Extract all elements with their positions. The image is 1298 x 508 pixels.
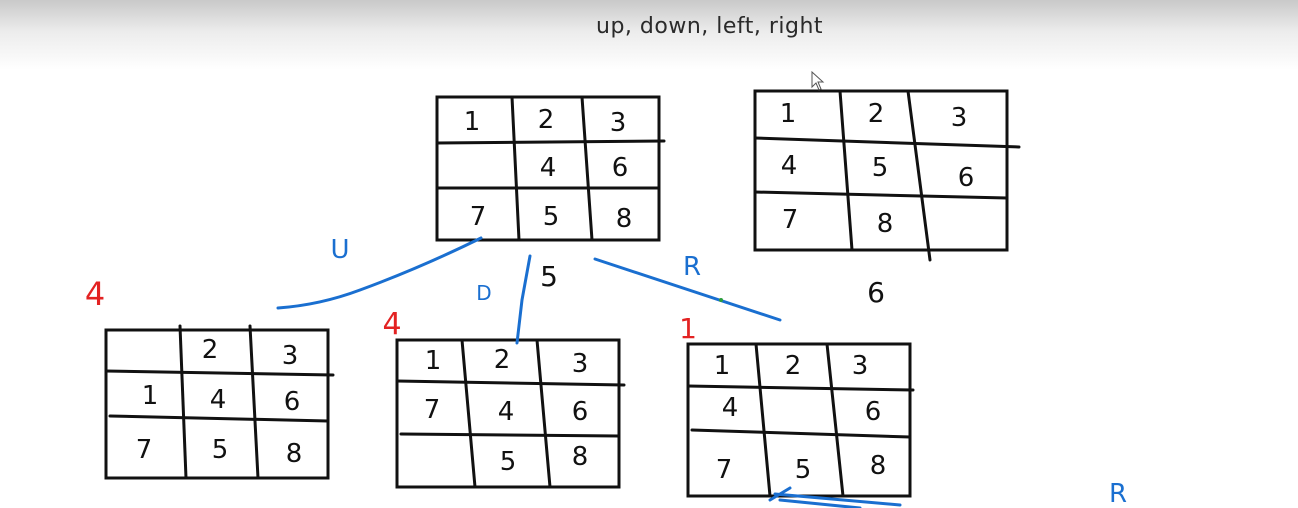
cell: 6 [284, 387, 301, 417]
cell: 6 [612, 153, 629, 183]
label-move-up: U [330, 235, 349, 265]
label-move-down: D [476, 281, 491, 305]
label-bottom-right: R [1109, 479, 1127, 508]
cell: 2 [494, 345, 511, 375]
cell: 7 [716, 455, 733, 485]
cell: 3 [282, 341, 299, 371]
cell: 4 [722, 393, 739, 423]
edge-bottom [768, 486, 902, 508]
cell: 2 [868, 99, 885, 129]
edge-right [593, 257, 782, 322]
cell: 7 [424, 395, 441, 425]
label-move-right: R [683, 252, 701, 282]
cell: 8 [286, 439, 303, 469]
cell: 5 [795, 455, 812, 485]
edge-down [515, 254, 532, 345]
diagram-heading: up, down, left, right [596, 14, 824, 39]
cell: 8 [870, 451, 887, 481]
cell: 5 [543, 202, 560, 232]
cell: 2 [785, 351, 802, 381]
cell: 4 [781, 151, 798, 181]
score-start: 5 [540, 260, 558, 293]
grid-child-up [104, 324, 335, 480]
cell: 4 [210, 385, 227, 415]
cell: 1 [425, 346, 442, 376]
cell: 3 [852, 351, 869, 381]
cell: 7 [470, 202, 487, 232]
cell: 1 [464, 107, 481, 137]
move-labels: U D R R [330, 235, 1127, 508]
cell: 6 [865, 397, 882, 427]
cell: 2 [202, 335, 219, 365]
cell: 8 [877, 209, 894, 239]
grid-goal [753, 89, 1021, 262]
score-right: 1 [679, 312, 697, 345]
cell: 1 [142, 381, 159, 411]
cell: 8 [616, 204, 633, 234]
cell: 6 [572, 397, 589, 427]
cell: 1 [714, 351, 731, 381]
cell: 4 [498, 397, 515, 427]
grid-child-down [395, 338, 626, 489]
cell: 5 [872, 153, 889, 183]
top-shade [0, 0, 1298, 70]
cell: 5 [212, 435, 229, 465]
cell: 3 [572, 349, 589, 379]
green-dot [719, 298, 723, 302]
cell: 1 [780, 99, 797, 129]
cell: 7 [782, 205, 799, 235]
cell: 2 [538, 105, 555, 135]
mouse-pointer-icon [811, 71, 825, 91]
cell: 5 [500, 447, 517, 477]
cell: 6 [958, 163, 975, 193]
cell-texts: 1 2 3 4 6 7 5 8 1 2 3 4 5 6 7 8 2 3 1 4 … [136, 99, 975, 485]
cell: 3 [610, 108, 627, 138]
grid-start [435, 95, 666, 242]
score-down: 4 [382, 307, 401, 342]
scores: 5 6 4 4 1 [85, 260, 885, 345]
cell: 7 [136, 435, 153, 465]
score-goal: 6 [867, 276, 885, 309]
cell: 8 [572, 442, 589, 472]
cell: 3 [951, 103, 968, 133]
score-up: 4 [85, 275, 105, 313]
edge-up [276, 236, 483, 310]
cell: 4 [540, 153, 557, 183]
tree-edges [276, 236, 902, 508]
